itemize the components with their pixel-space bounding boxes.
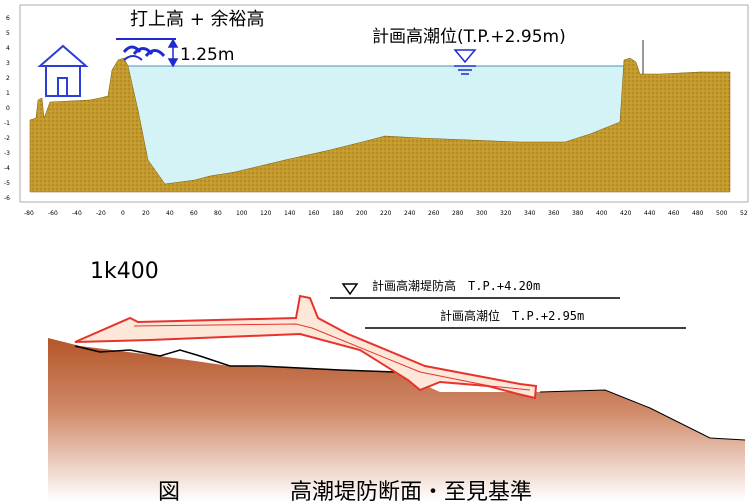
- bottom-section: 1k400 計画高潮堤防高 T.P.+4.20m 計画高潮位 T.P.+2.95…: [48, 259, 746, 501]
- y-tick-label: 0: [6, 105, 10, 112]
- soil-body: [48, 338, 745, 501]
- x-tick-label: 360: [548, 210, 560, 217]
- x-tick-label: 0: [121, 210, 125, 217]
- x-tick-label: 80: [214, 210, 222, 217]
- wave-icon: [116, 38, 176, 61]
- x-tick-label: 380: [572, 210, 584, 217]
- levee-level-icon: [341, 283, 359, 296]
- x-tick-label: 200: [356, 210, 368, 217]
- x-tick-label: 60: [190, 210, 198, 217]
- x-tick-label: 420: [620, 210, 632, 217]
- x-tick-label: 20: [142, 210, 150, 217]
- tide-level-label: 計画高潮位(T.P.+2.95m): [372, 27, 566, 47]
- top-plot-frame: [19, 4, 749, 203]
- x-tick-label: 220: [380, 210, 392, 217]
- levee-height-label: 計画高潮堤防高 T.P.+4.20m: [372, 278, 540, 293]
- section-id-label: 1k400: [90, 259, 159, 284]
- x-tick-label: 52: [740, 210, 748, 217]
- runup-label: 打上高 + 余裕高: [130, 9, 265, 30]
- x-tick-label: 460: [668, 210, 680, 217]
- x-tick-label: 300: [476, 210, 488, 217]
- y-tick-label: 4: [6, 45, 10, 52]
- x-tick-label: 260: [428, 210, 440, 217]
- y-tick-label: 6: [6, 15, 10, 22]
- x-tick-label: 140: [284, 210, 296, 217]
- y-tick-label: -1: [4, 120, 10, 127]
- x-tick-label: 120: [260, 210, 272, 217]
- x-tick-label: 500: [716, 210, 728, 217]
- y-tick-label: 2: [6, 75, 10, 82]
- y-tick-label: -4: [4, 165, 10, 172]
- tide-level-icon: [453, 49, 477, 75]
- y-tick-label: 5: [6, 30, 10, 37]
- ground-profile: [29, 57, 731, 193]
- y-tick-label: -6: [4, 195, 10, 202]
- x-tick-label: 340: [524, 210, 536, 217]
- levee-inner-line: [133, 323, 531, 391]
- y-axis: 6 5 4 3 2 1 0 -1 -2 -3 -4 -5 -6: [4, 15, 10, 202]
- margin-arrow-icon: [167, 38, 179, 68]
- tide-height-label: 計画高潮位 T.P.+2.95m: [440, 308, 584, 323]
- existing-ground-line: [74, 345, 396, 373]
- x-tick-label: 240: [404, 210, 416, 217]
- x-tick-label: 320: [500, 210, 512, 217]
- x-tick-label: -20: [96, 210, 106, 217]
- y-tick-label: -3: [4, 150, 10, 157]
- x-tick-label: 480: [692, 210, 704, 217]
- x-tick-label: -40: [72, 210, 82, 217]
- x-tick-label: 100: [236, 210, 248, 217]
- y-tick-label: -2: [4, 135, 10, 142]
- figure-caption: 図 高潮堤防断面・至見基準: [158, 480, 532, 501]
- x-tick-label: 280: [452, 210, 464, 217]
- x-tick-label: 40: [166, 210, 174, 217]
- x-tick-label: -60: [48, 210, 58, 217]
- y-tick-label: 3: [6, 60, 10, 67]
- x-axis: -80 -60 -40 -20 0 20 40 60 80 100 120 14…: [24, 210, 748, 217]
- seaward-ground-line: [539, 389, 746, 441]
- x-tick-label: -80: [24, 210, 34, 217]
- y-tick-label: -5: [4, 180, 10, 187]
- top-section: 6 5 4 3 2 1 0 -1 -2 -3 -4 -5 -6 -80 -60 …: [4, 4, 749, 217]
- x-tick-label: 400: [596, 210, 608, 217]
- x-tick-label: 160: [308, 210, 320, 217]
- house-icon: [37, 44, 89, 97]
- y-tick-label: 1: [6, 90, 10, 97]
- x-tick-label: 180: [332, 210, 344, 217]
- water-body: [128, 66, 628, 184]
- x-tick-label: 440: [644, 210, 656, 217]
- margin-height-label: 1.25m: [180, 45, 234, 65]
